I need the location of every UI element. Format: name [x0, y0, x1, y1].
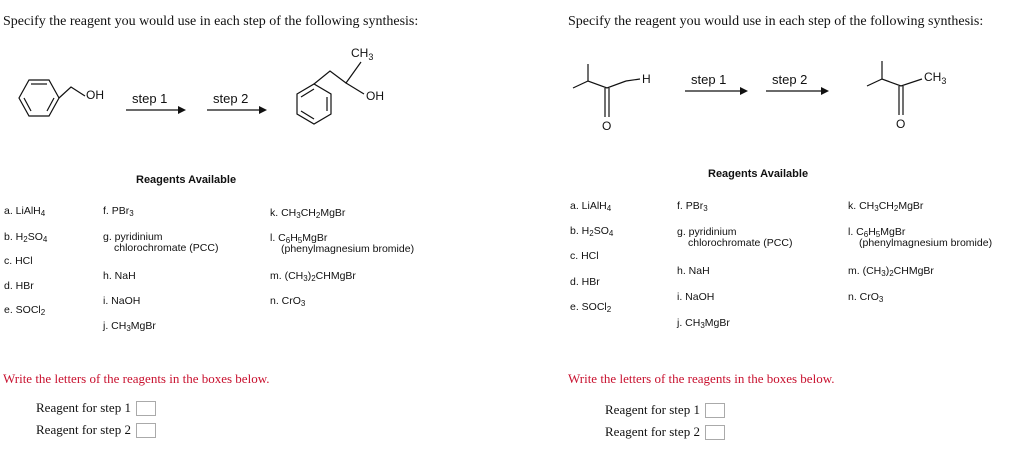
reagent-m: m. (CH3)2CHMgBr: [848, 265, 934, 278]
reagent-k: k. CH3CH2MgBr: [270, 207, 346, 220]
reagents-heading: Reagents Available: [136, 174, 237, 186]
reagent-b: b. H2SO4: [570, 225, 614, 238]
reagent-n: n. CrO3: [848, 291, 884, 304]
step1-answer-input[interactable]: [135, 400, 156, 416]
reagent-l: l. C6H5MgBr(phenylmagnesium bromide): [848, 226, 993, 249]
step2-label: step 2: [772, 72, 807, 87]
step2-answer-input[interactable]: [135, 422, 156, 438]
step2-answer-label: Reagent for step 2: [605, 424, 700, 439]
reagent-f: f. PBr3: [677, 200, 708, 213]
step2-answer-row: Reagent for step 2: [605, 424, 725, 440]
reagents-heading: Reagents Available: [708, 168, 809, 180]
synthesis-scheme: OH step 1 step 2 CH3 OH: [18, 46, 384, 125]
write-instructions: Write the letters of the reagents in the…: [568, 371, 835, 386]
step1-label: step 1: [691, 72, 726, 87]
hydroxyl-label: OH: [86, 88, 104, 102]
reagent-m: m. (CH3)2CHMgBr: [270, 270, 356, 283]
step1-label: step 1: [132, 91, 167, 106]
step2-label: step 2: [213, 91, 248, 106]
reagent-i: i. NaOH: [103, 295, 141, 307]
step2-answer-label: Reagent for step 2: [36, 422, 131, 437]
reagent-a: a. LiAlH4: [570, 200, 612, 213]
reagent-h: h. NaH: [677, 265, 710, 277]
step1-answer-label: Reagent for step 1: [36, 400, 131, 415]
question-text: Specify the reagent you would use in eac…: [568, 14, 984, 29]
reagent-b: b. H2SO4: [4, 231, 48, 244]
step1-answer-input[interactable]: [704, 402, 725, 418]
aldehyde-h-label: H: [642, 72, 651, 86]
synthesis-scheme: H O step 1 step 2 CH3 O: [572, 61, 946, 133]
right-problem-panel: Specify the reagent you would use in eac…: [566, 0, 1024, 465]
question-text: Specify the reagent you would use in eac…: [3, 14, 419, 29]
reagent-a: a. LiAlH4: [4, 205, 46, 218]
step2-answer-row: Reagent for step 2: [36, 422, 156, 438]
reagent-e: e. SOCl2: [570, 301, 612, 314]
step1-answer-label: Reagent for step 1: [605, 402, 700, 417]
reagent-n: n. CrO3: [270, 295, 306, 308]
step1-arrow: [685, 87, 748, 95]
benzene-ring-product: [296, 61, 365, 125]
hydroxyl-label-product: OH: [366, 89, 384, 103]
step1-answer-row: Reagent for step 1: [36, 400, 156, 416]
reagent-e: e. SOCl2: [4, 304, 46, 317]
reagent-h: h. NaH: [103, 270, 136, 282]
reagent-c: c. HCl: [4, 255, 33, 267]
step2-arrow: [207, 106, 267, 114]
reagent-f: f. PBr3: [103, 205, 134, 218]
step1-arrow: [126, 106, 186, 114]
step2-arrow: [766, 87, 829, 95]
reagent-d: d. HBr: [570, 276, 600, 288]
reagent-c: c. HCl: [570, 250, 599, 262]
aldehyde-skeleton: [572, 64, 627, 117]
carbonyl-o-label-product: O: [896, 117, 905, 131]
reagent-d: d. HBr: [4, 280, 34, 292]
reagent-l: l. C6H5MgBr(phenylmagnesium bromide): [270, 232, 415, 255]
carbonyl-o-label: O: [602, 119, 611, 133]
step1-answer-row: Reagent for step 1: [605, 402, 725, 418]
reagent-i: i. NaOH: [677, 291, 715, 303]
write-instructions: Write the letters of the reagents in the…: [3, 371, 270, 386]
step2-answer-input[interactable]: [704, 424, 725, 440]
methyl-label: CH3: [351, 46, 373, 62]
methyl-label: CH3: [924, 70, 946, 86]
reagent-j: j. CH3MgBr: [677, 317, 730, 330]
left-problem-panel: Specify the reagent you would use in eac…: [3, 14, 419, 438]
reagent-j: j. CH3MgBr: [103, 320, 156, 333]
ketone-skeleton: [866, 61, 923, 115]
benzene-ring-start: [18, 79, 86, 117]
reagent-k: k. CH3CH2MgBr: [848, 200, 924, 213]
